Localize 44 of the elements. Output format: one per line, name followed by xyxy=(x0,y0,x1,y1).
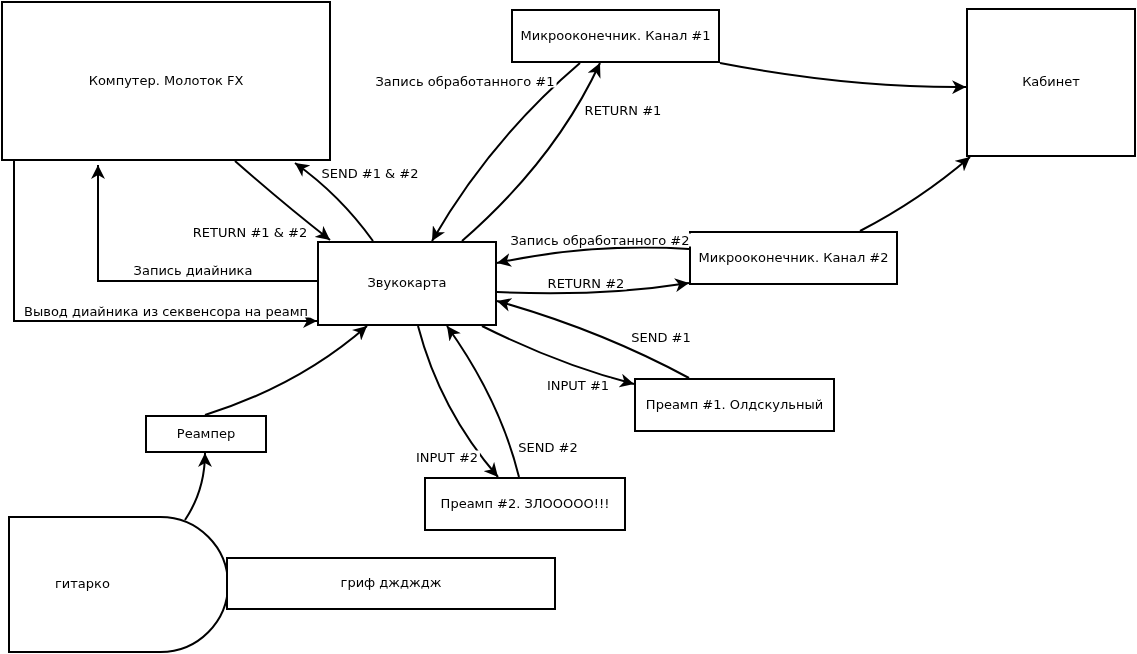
arrow xyxy=(446,325,520,478)
edge-label: RETURN #1 xyxy=(582,103,664,117)
node-label: Преамп #2. ЗЛООООО!!! xyxy=(440,495,610,513)
arrow xyxy=(859,156,971,232)
edge-label: RETURN #2 xyxy=(545,276,627,290)
edge-label: Вывод диайника из секвенсора на реамп xyxy=(22,304,310,318)
edge-label: Запись обработанного #1 xyxy=(373,74,557,88)
arrow xyxy=(461,62,601,242)
arrow xyxy=(481,325,635,388)
edge-label: Запись диайника xyxy=(131,263,255,277)
process-box xyxy=(966,8,1136,157)
node-label: Преамп #1. Олдскульный xyxy=(645,396,824,414)
arrow xyxy=(496,278,690,295)
arrow xyxy=(234,160,331,241)
arrow xyxy=(719,62,967,94)
process-box xyxy=(634,378,835,432)
arrow xyxy=(91,164,318,282)
node-label: Реампер xyxy=(176,425,236,443)
arrow xyxy=(13,160,318,328)
arrow xyxy=(496,298,690,379)
node-label: Компутер. Молоток FX xyxy=(88,72,244,90)
process-box xyxy=(511,9,720,63)
arrow xyxy=(496,246,690,268)
process-box xyxy=(317,241,497,326)
arrow xyxy=(431,62,581,242)
node-label: Микрооконечник. Канал #2 xyxy=(698,249,889,267)
process-box xyxy=(424,477,626,531)
node-label: гитарко xyxy=(55,576,110,593)
arrow xyxy=(204,325,368,416)
process-box xyxy=(226,557,556,610)
node-label: гриф дждждж xyxy=(340,575,442,592)
arrow xyxy=(294,162,374,242)
node-label: Микрооконечник. Канал #1 xyxy=(520,27,711,45)
arrow xyxy=(184,452,212,521)
edge-label: SEND #1 & #2 xyxy=(319,166,421,180)
edge-label: SEND #1 xyxy=(629,330,693,344)
edge-label: SEND #2 xyxy=(516,440,580,454)
process-box xyxy=(1,1,331,161)
process-box xyxy=(145,415,267,453)
node-label: Кабинет xyxy=(1022,74,1080,91)
arrow xyxy=(417,325,499,478)
node-label: Звукокарта xyxy=(367,275,447,292)
process-box xyxy=(689,231,898,285)
edge-label: Запись обработанного #2 xyxy=(508,233,692,247)
